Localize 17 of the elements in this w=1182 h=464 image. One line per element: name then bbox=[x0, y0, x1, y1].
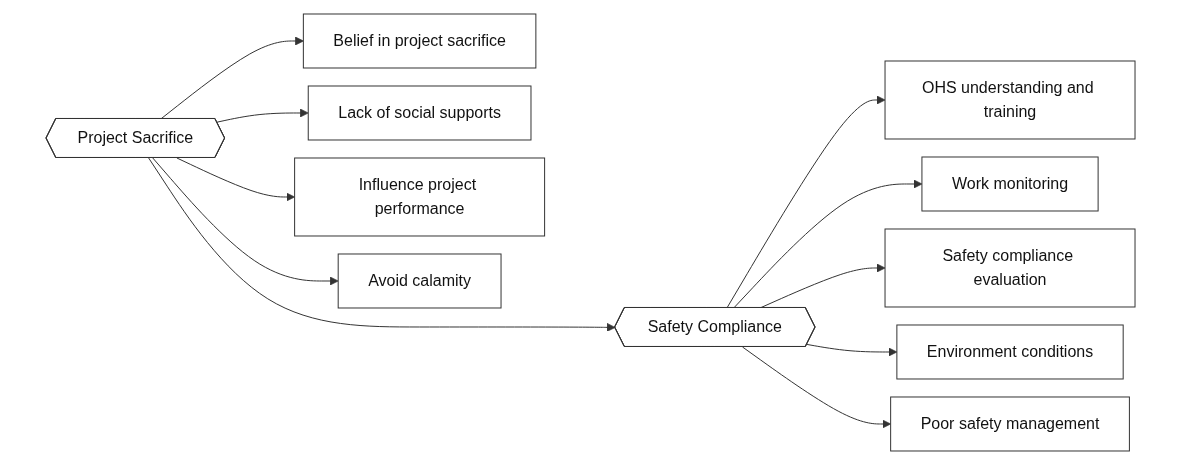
arrow bbox=[160, 36, 305, 119]
node-box: OHS understanding and training bbox=[885, 60, 1136, 139]
arrow bbox=[742, 346, 892, 428]
node-box: Belief in project sacrifice bbox=[303, 13, 537, 68]
node-box: Environment conditions bbox=[896, 324, 1125, 379]
arrow bbox=[733, 179, 923, 308]
node-box: Work monitoring bbox=[921, 156, 1100, 211]
arrow bbox=[726, 95, 886, 308]
arrow bbox=[148, 157, 616, 332]
node-box: Avoid calamity bbox=[338, 253, 502, 308]
arrow bbox=[152, 157, 340, 285]
node-box: Influence project performance bbox=[294, 157, 546, 236]
arrow bbox=[807, 343, 898, 356]
node-box: Lack of social supports bbox=[308, 85, 532, 140]
arrow bbox=[176, 157, 296, 201]
node-box: Poor safety management bbox=[890, 396, 1131, 451]
node-box: Safety compliance evaluation bbox=[885, 228, 1136, 307]
